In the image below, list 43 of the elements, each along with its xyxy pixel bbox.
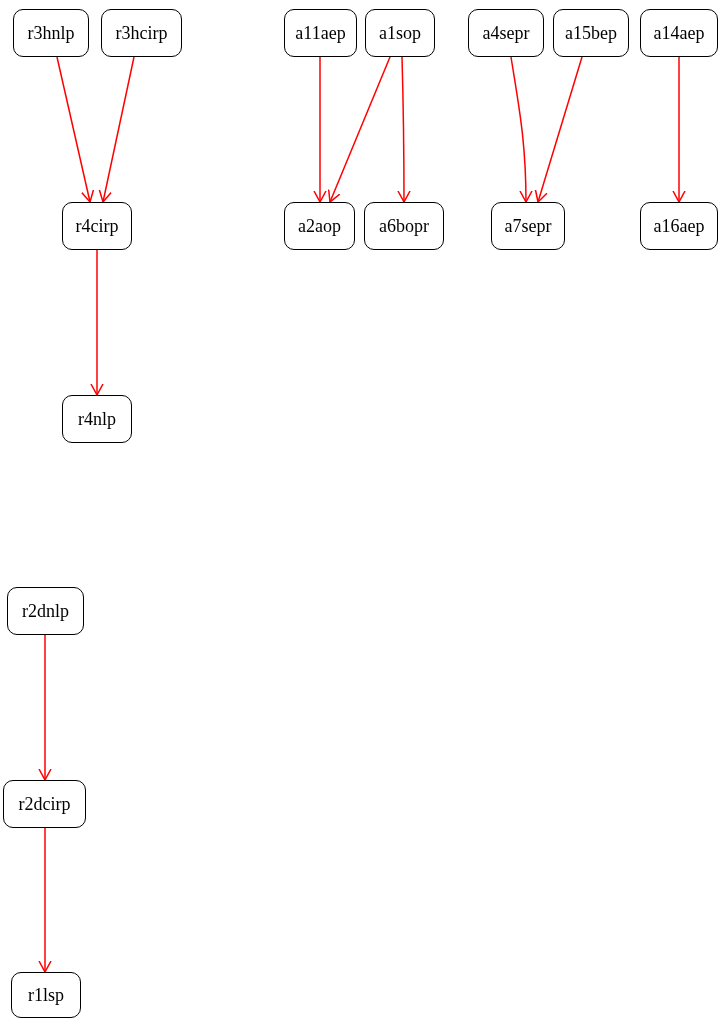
node-label: a15bep [565,22,617,44]
node-label: r2dcirp [18,793,71,815]
node-label: a11aep [295,22,346,44]
arrow [397,56,411,203]
arrow [90,249,104,396]
rounded-box [3,780,86,828]
arrow [672,56,686,203]
rounded-box [640,9,718,57]
node-label: r4cirp [75,215,119,237]
rounded-box [62,202,132,250]
rounded-box [364,202,444,250]
arrow [510,56,533,203]
rounded-box [13,9,89,57]
arrow [534,56,583,203]
node-label: a4sepr [482,22,530,44]
node-label: a2aop [298,215,341,237]
rounded-box [365,9,435,57]
node-label: a14aep [653,22,705,44]
rounded-box [11,972,81,1018]
arrow [38,827,52,973]
node-label: a1sop [379,22,421,44]
rounded-box [7,587,84,635]
rounded-box [284,9,357,57]
arrow [56,56,95,203]
rounded-box [62,395,132,443]
node-label: r3hcirp [115,22,168,44]
arrow [327,56,391,203]
node-label: a7sepr [504,215,552,237]
rounded-box [640,202,718,250]
rounded-box [284,202,355,250]
arrow [38,634,52,781]
node-label: r1lsp [28,984,64,1006]
arrow [313,56,327,203]
node-label: r2dnlp [22,600,69,622]
node-label: r4nlp [78,408,116,430]
node-label: a16aep [653,215,705,237]
rounded-box [468,9,544,57]
node-label: a6bopr [379,215,429,237]
rounded-box [101,9,182,57]
rounded-box [491,202,565,250]
node-label: r3hnlp [27,22,75,44]
arrow [98,56,135,203]
rounded-box [553,9,629,57]
